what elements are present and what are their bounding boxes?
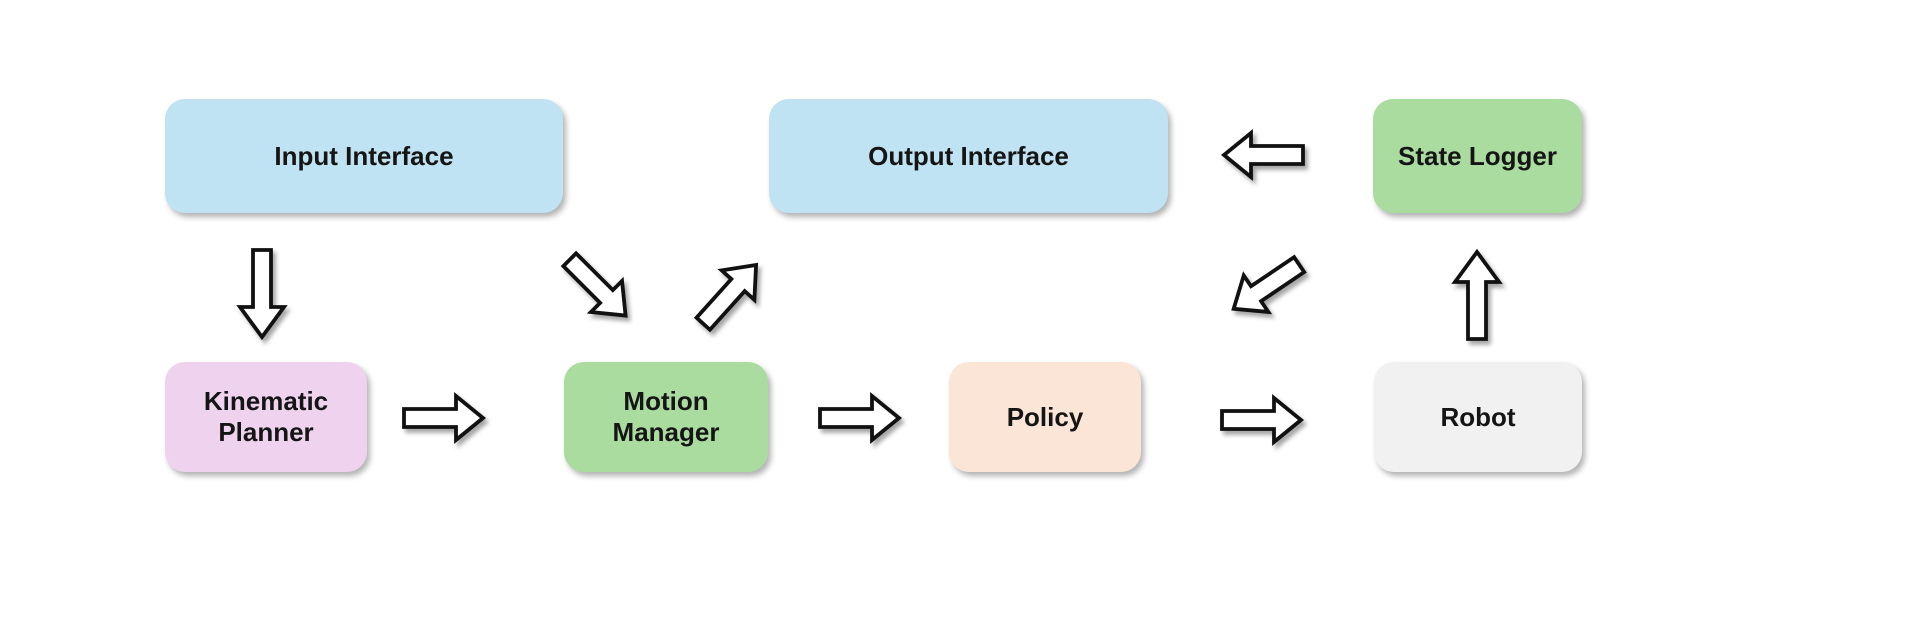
node-motion-manager: Motion Manager [564,362,768,472]
node-output-interface: Output Interface [769,99,1168,213]
node-input-interface-label: Input Interface [274,140,454,171]
node-input-interface: Input Interface [165,99,563,213]
arrow-policy-to-robot-icon [1220,394,1305,446]
node-policy-label: Policy [1006,401,1084,432]
node-kinematic-planner-label: Kinematic Planner [203,386,329,447]
arrow-motion-manager-to-output-interface-icon [690,262,770,333]
node-state-logger: State Logger [1373,99,1582,213]
arrow-robot-to-state-logger-icon [1451,248,1503,341]
arrow-state-logger-to-output-interface-icon [1220,129,1305,181]
node-policy: Policy [949,362,1141,472]
arrow-kinematic-planner-to-motion-manager-icon [402,392,487,444]
arrow-input-interface-to-motion-manager-icon [558,250,638,318]
arrow-motion-manager-to-policy-icon [818,392,903,444]
node-kinematic-planner: Kinematic Planner [165,362,367,472]
arrow-state-logger-to-policy-icon [1226,254,1307,315]
arrow-input-interface-to-kinematic-planner-icon [236,248,288,341]
node-state-logger-label: State Logger [1398,140,1557,171]
node-output-interface-label: Output Interface [868,140,1069,171]
node-robot: Robot [1374,362,1582,472]
node-robot-label: Robot [1440,401,1516,432]
node-motion-manager-label: Motion Manager [612,386,720,447]
